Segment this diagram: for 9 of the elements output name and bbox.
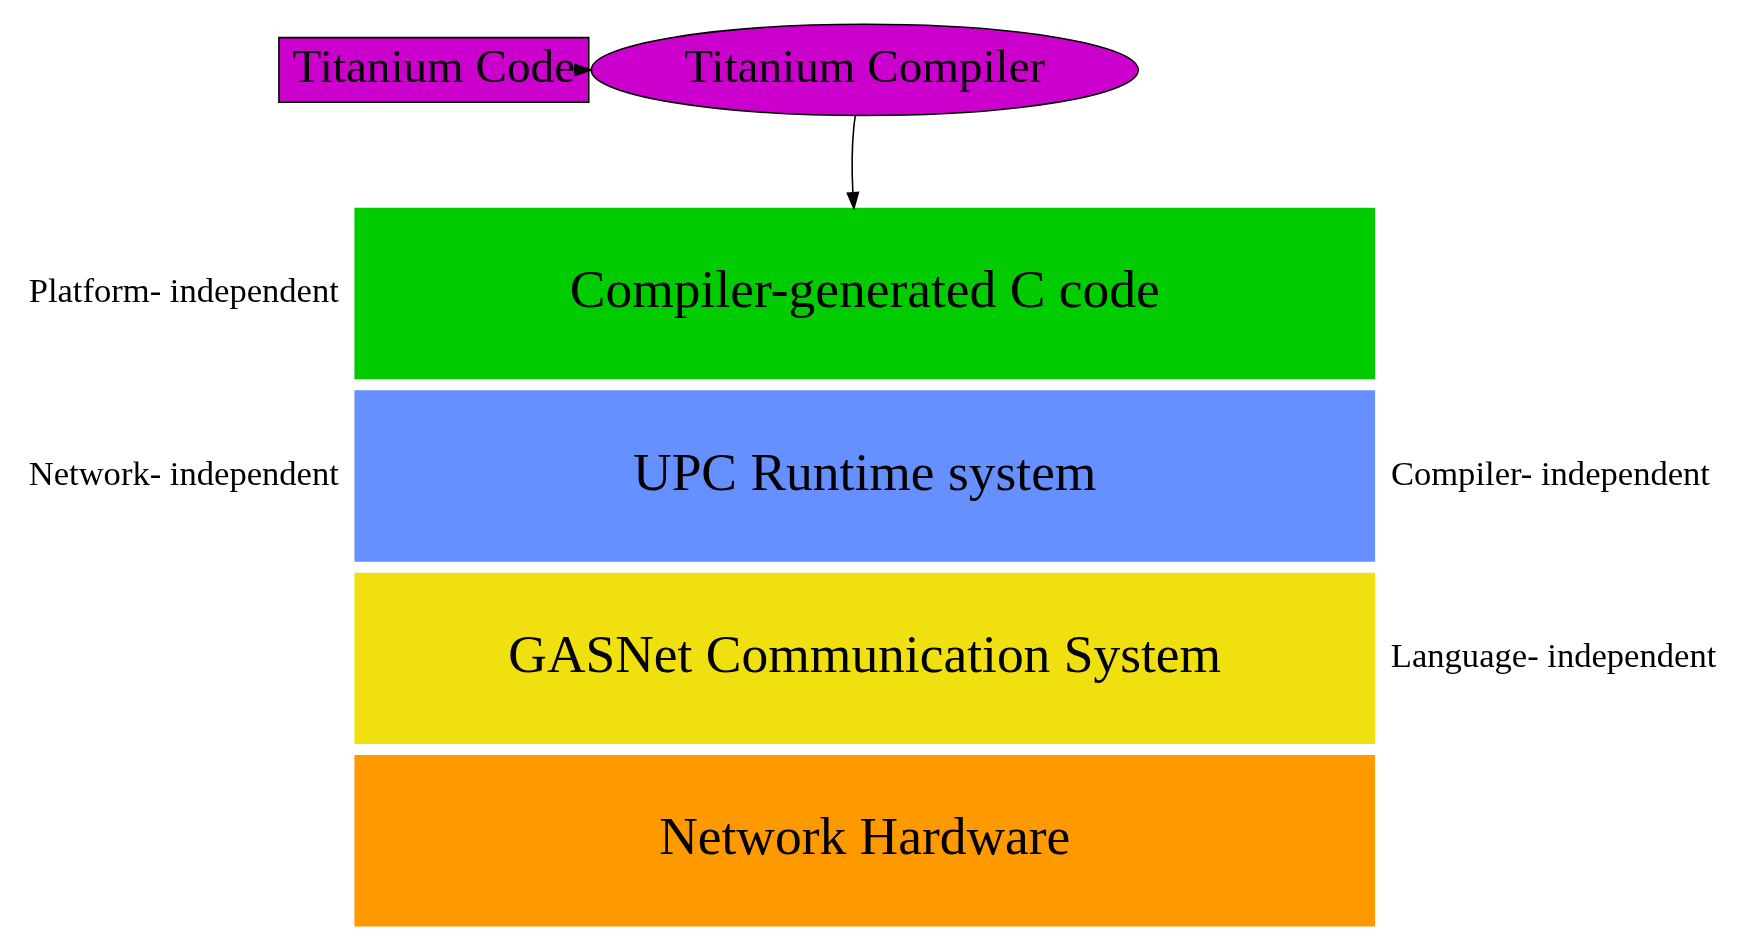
node-box: Network Hardware <box>354 755 1376 927</box>
node-box: UPC Runtime system <box>354 390 1376 562</box>
arrow <box>846 115 860 211</box>
label: Language- independent <box>1390 636 1717 675</box>
node-box: Compiler-generated C code <box>354 207 1376 380</box>
label: Network- independent <box>28 453 339 492</box>
label: Platform- independent <box>28 271 339 310</box>
label: Compiler- independent <box>1390 453 1710 492</box>
node-box: GASNet Communication System <box>354 572 1376 745</box>
